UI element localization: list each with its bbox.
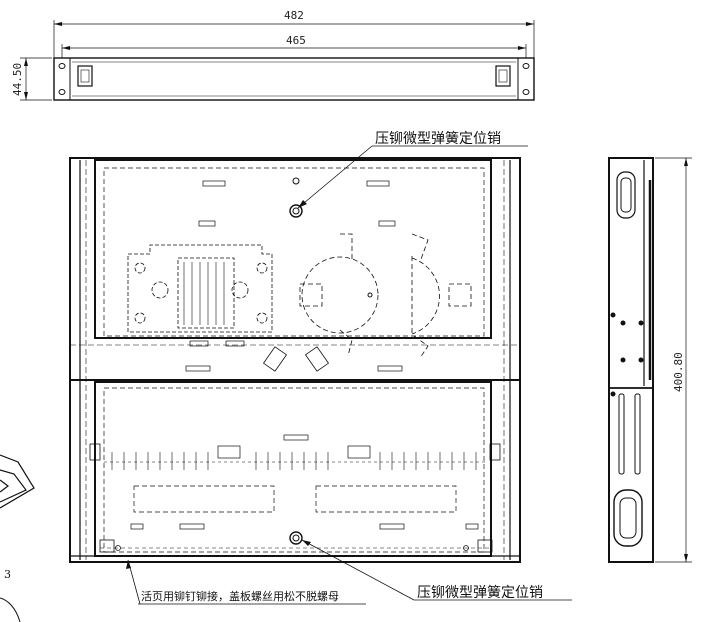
dim-depth: 400.80 xyxy=(672,352,685,392)
label-hinge-note: 活页用铆钉铆接，盖板螺丝用松不脱螺母 xyxy=(141,589,339,603)
splice-tray xyxy=(127,244,273,333)
side-view: 400.80 xyxy=(608,157,692,563)
fiber-spool-left xyxy=(299,233,379,357)
corner-number: 3 xyxy=(4,568,11,581)
fiber-spool-right xyxy=(411,233,472,359)
front-view: 482 465 44.50 xyxy=(11,9,535,101)
dim-inner-width: 465 xyxy=(286,34,306,47)
dim-height: 44.50 xyxy=(11,63,24,96)
iso-fragment xyxy=(0,454,35,509)
label-pin-bottom: 压铆微型弹簧定位销 xyxy=(417,585,543,601)
top-view xyxy=(69,157,521,563)
label-pin-top: 压铆微型弹簧定位销 xyxy=(375,131,501,147)
dim-overall-width: 482 xyxy=(284,9,304,22)
